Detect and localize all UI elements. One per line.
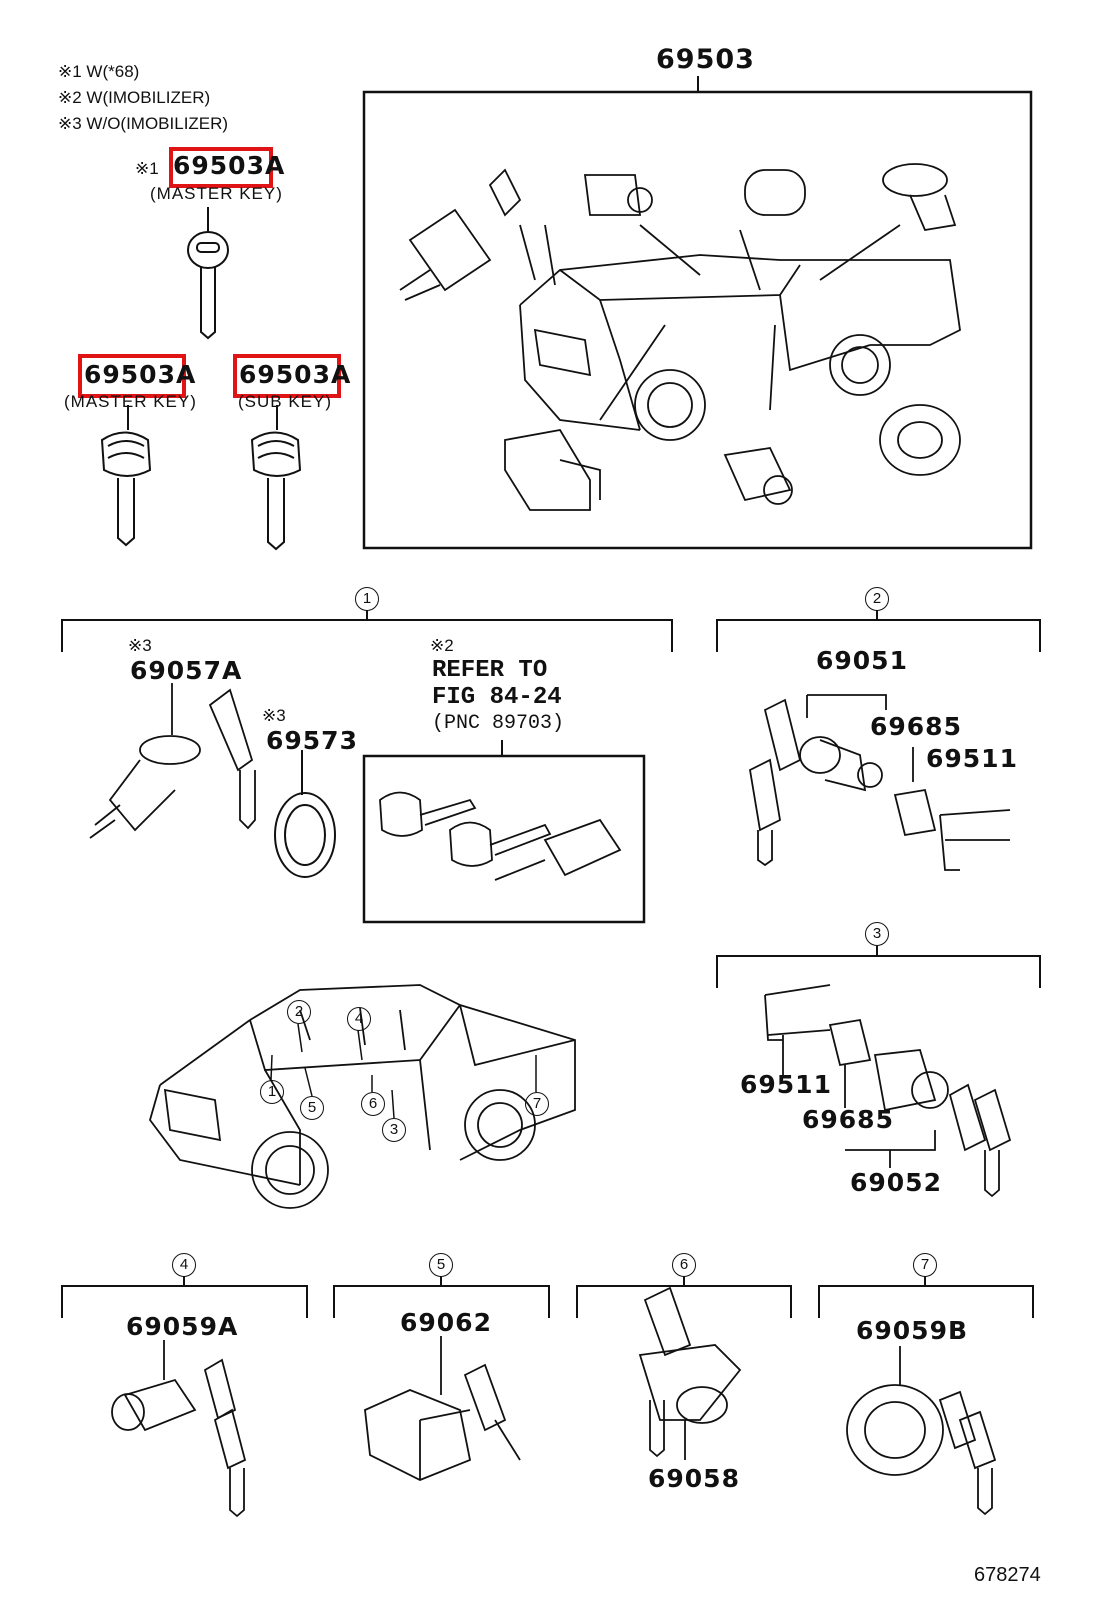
group1-bracket bbox=[61, 619, 673, 652]
group4-lock-drawing bbox=[111, 1340, 247, 1518]
door-lock-cylinder-drawing-group2 bbox=[749, 698, 1011, 871]
group2-number: 2 bbox=[865, 587, 889, 611]
door-cylinder-set-rh-part-number[interactable]: 69052 bbox=[850, 1168, 942, 1197]
highlight-box-key-right bbox=[233, 354, 341, 398]
truck-callout-4[interactable]: 4 bbox=[347, 1007, 371, 1031]
lock-set-truck-sketch bbox=[519, 224, 961, 441]
refer-line-2[interactable]: FIG 84-24 bbox=[432, 684, 562, 711]
truck-callout-1[interactable]: 1 bbox=[260, 1080, 284, 1104]
group4-part-number[interactable]: 69059A bbox=[126, 1312, 239, 1341]
key-top-label: (MASTER KEY) bbox=[150, 184, 283, 203]
group5-lock-drawing bbox=[364, 1336, 521, 1481]
set-ignition-cylinder-drawing bbox=[399, 168, 556, 301]
group1-mark-b: ※3 bbox=[262, 706, 286, 725]
group5-part-number[interactable]: 69062 bbox=[400, 1308, 492, 1337]
key-right-part-number[interactable]: 69503A bbox=[239, 360, 352, 389]
master-key-drawing-left bbox=[100, 405, 152, 547]
key-top-part-number[interactable]: 69503A bbox=[173, 151, 286, 180]
group3-bracket bbox=[716, 955, 1041, 988]
group7-lock-drawing bbox=[846, 1346, 997, 1516]
group2-bracket bbox=[716, 619, 1041, 652]
door-cylinder-set-part-number[interactable]: 69051 bbox=[816, 646, 908, 675]
set-lower-cylinders-drawing bbox=[504, 404, 961, 511]
truck-callout-7[interactable]: 7 bbox=[525, 1092, 549, 1116]
set-door-cylinder-drawing bbox=[583, 163, 957, 232]
group6-lock-drawing bbox=[638, 1286, 742, 1460]
truck-callout-6[interactable]: 6 bbox=[361, 1092, 385, 1116]
refer-line-3: (PNC 89703) bbox=[432, 712, 565, 735]
group3-number: 3 bbox=[865, 922, 889, 946]
highlight-box-key-left bbox=[78, 354, 186, 398]
ignition-lock-cylinder-drawing bbox=[89, 683, 256, 839]
group7-number: 7 bbox=[913, 1253, 937, 1277]
group7-part-number[interactable]: 69059B bbox=[856, 1316, 969, 1345]
note-2: ※2 W(IMOBILIZER) bbox=[58, 88, 211, 107]
lock-set-part-number[interactable]: 69503 bbox=[656, 44, 755, 75]
ring-part-number[interactable]: 69573 bbox=[266, 726, 358, 755]
note-3: ※3 W/O(IMOBILIZER) bbox=[58, 114, 229, 133]
key-left-label: (MASTER KEY) bbox=[64, 392, 197, 411]
group1-number: 1 bbox=[355, 587, 379, 611]
group5-number: 5 bbox=[429, 1253, 453, 1277]
group7-bracket bbox=[818, 1285, 1034, 1318]
sub-key-drawing-right bbox=[250, 405, 302, 551]
truck-callout-2[interactable]: 2 bbox=[287, 1000, 311, 1024]
immobilizer-refer-box bbox=[362, 754, 646, 924]
door-lock-cylinder-drawing-group3 bbox=[764, 984, 1012, 1198]
ignition-cylinder-part-number[interactable]: 69057A bbox=[130, 656, 243, 685]
immobilizer-key-drawing bbox=[379, 791, 622, 881]
master-key-drawing-top bbox=[187, 207, 229, 340]
key-right-label: (SUB KEY) bbox=[238, 392, 333, 411]
ring-drawing bbox=[274, 750, 336, 878]
group6-part-number[interactable]: 69058 bbox=[648, 1464, 740, 1493]
group6-number: 6 bbox=[672, 1253, 696, 1277]
truck-callout-3[interactable]: 3 bbox=[382, 1118, 406, 1142]
key-top-mark: ※1 bbox=[135, 159, 159, 178]
group4-number: 4 bbox=[172, 1253, 196, 1277]
location-truck-drawing bbox=[149, 984, 576, 1209]
group3-retainer-part-number[interactable]: 69511 bbox=[740, 1070, 832, 1099]
key-left-part-number[interactable]: 69503A bbox=[84, 360, 197, 389]
highlight-box-key-top bbox=[169, 147, 273, 188]
truck-callout-5[interactable]: 5 bbox=[300, 1096, 324, 1120]
refer-line-1: REFER TO bbox=[432, 657, 548, 684]
group3-gasket-part-number[interactable]: 69685 bbox=[802, 1105, 894, 1134]
group2-gasket-part-number[interactable]: 69685 bbox=[870, 712, 962, 741]
figure-id: 678274 bbox=[974, 1564, 1041, 1586]
group1-mark-c: ※2 bbox=[430, 636, 454, 655]
group1-mark-a: ※3 bbox=[128, 636, 152, 655]
lock-set-box bbox=[362, 90, 1033, 550]
truck-callout-leaders bbox=[270, 1023, 537, 1119]
group6-bracket bbox=[576, 1285, 792, 1318]
group2-retainer-part-number[interactable]: 69511 bbox=[926, 744, 1018, 773]
note-1: ※1 W(*68) bbox=[58, 62, 140, 81]
